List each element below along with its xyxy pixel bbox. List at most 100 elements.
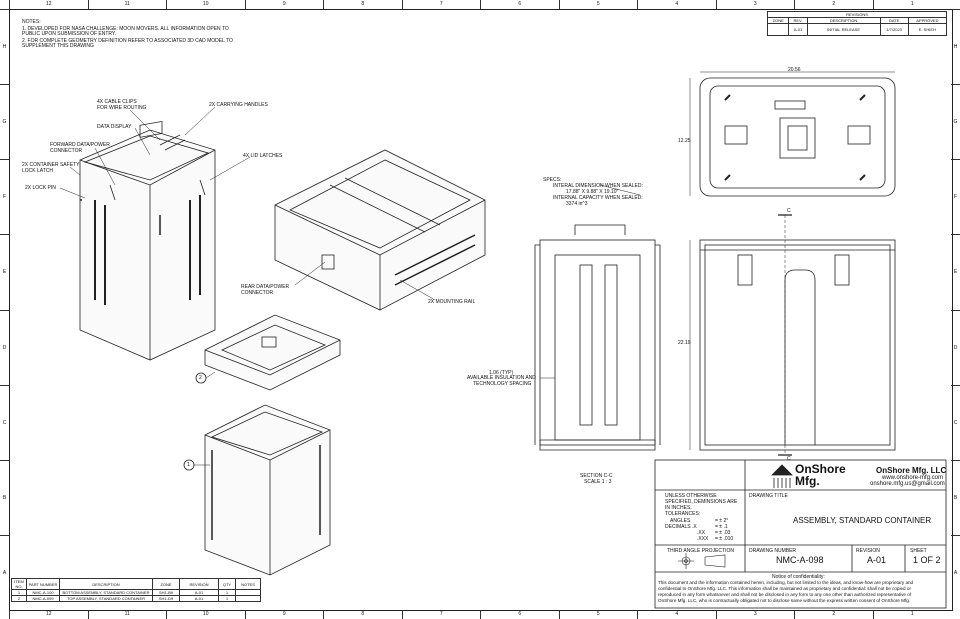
company-email: onshore.mfg.us@gmail.com — [870, 481, 945, 487]
zone-label: B — [951, 459, 960, 535]
balloon-1: 1 — [187, 462, 190, 468]
zone-label: 10 — [166, 610, 245, 619]
tol-angles-label: ANGLES — [670, 518, 691, 524]
note-line: PUBLIC UPON SUBMISSION OF ENTRY. — [22, 31, 117, 37]
bom-cell: A-01 — [179, 595, 219, 602]
zone-label: A — [951, 534, 960, 610]
front-view — [689, 214, 896, 456]
zone-label: 2 — [794, 0, 873, 9]
bom-header: QTY — [218, 578, 236, 590]
balloon-2: 2 — [199, 375, 202, 381]
zone-label: E — [0, 234, 9, 309]
zone-label: 2 — [794, 610, 873, 619]
zone-label: 3 — [715, 0, 795, 9]
leader-lines — [59, 106, 641, 379]
zone-label: 8 — [323, 0, 402, 9]
zone-label: 7 — [401, 610, 481, 619]
zone-label: E — [951, 234, 960, 309]
bom-header: ZONE — [152, 578, 180, 590]
exploded-bottom-view — [204, 404, 331, 576]
callout-rear-connector-2: CONNECTOR — [241, 290, 274, 296]
zone-label: 6 — [480, 0, 559, 9]
zone-label: F — [0, 159, 9, 234]
table-row: 2 NMC-A-099 TOP ASSEMBLY, STANDARD CONTA… — [11, 595, 261, 602]
zone-label: 12 — [9, 0, 88, 9]
bom-header: NOTES — [235, 578, 261, 590]
zone-label: 4 — [637, 0, 716, 9]
projection-label: THIRD ANGLE PROJECTION — [667, 548, 734, 554]
tol-x-value: = ± .1 — [715, 524, 728, 530]
rev-cell: INITIAL RELEASE — [806, 23, 881, 36]
title-block-lines — [654, 459, 947, 609]
callout-mounting-rail: 2X MOUNTING RAIL — [428, 299, 476, 305]
section-marker-top: C — [787, 208, 791, 214]
zone-label: A — [0, 534, 9, 610]
callout-carrying-handles: 2X CARRYING HANDLES — [209, 102, 268, 108]
zone-label: 11 — [87, 0, 167, 9]
logo-text-mfg: Mfg. — [795, 474, 820, 488]
tolerance-line: TOLERANCES: — [665, 511, 701, 517]
zone-label: C — [0, 384, 9, 460]
note-line: SUPPLEMENT THIS DRAWING — [22, 43, 94, 49]
specs-line: INTERNAL CAPACITY WHEN SEALED: — [553, 195, 643, 201]
company-logo-mark — [771, 464, 793, 488]
zone-label: 5 — [558, 0, 638, 9]
third-angle-projection-icon — [678, 553, 726, 569]
bom-cell: BOTTOM ASSEMBLY, STANDARD CONTAINER — [59, 589, 153, 596]
zone-label: 1 — [872, 0, 952, 9]
zone-label: 11 — [87, 610, 167, 619]
callout-safety-latch-2: LOCK LATCH — [22, 168, 54, 174]
sheet-value: 1 OF 2 — [913, 555, 941, 565]
tolerance-line: IN INCHES. — [665, 505, 692, 511]
company-name: OnShore Mfg. LLC — [876, 466, 947, 475]
drawing-number: NMC-A-098 — [776, 555, 824, 565]
bom-cell: SH1-D9 — [152, 595, 180, 602]
rev-cell: E. SHIEH — [907, 23, 948, 36]
dimension-depth: 12.25 — [678, 138, 691, 144]
notes-title: NOTES: — [22, 19, 41, 25]
drawing-title-label: DRAWING TITLE — [749, 493, 788, 499]
zone-label: D — [0, 309, 9, 385]
callout-insulation: 1.06 (TYP) — [489, 370, 514, 376]
section-view — [534, 224, 661, 451]
note-line: 1. DEVELOPED FOR NASA CHALLENGE: MOON MO… — [22, 26, 229, 32]
zone-label: 10 — [166, 0, 245, 9]
zone-label: 3 — [715, 610, 795, 619]
zone-label: 7 — [401, 0, 481, 9]
tol-decimals-label: DECIMALS .X — [665, 524, 697, 530]
confidentiality-line: confidential to OnShore Mfg. LLC. This i… — [658, 586, 911, 591]
tol-xx-value: = ± .03 — [715, 530, 731, 536]
confidentiality-title: Notice of confidentiality: — [772, 574, 825, 580]
bom-table: ITEM NO. PART NUMBER DESCRIPTION ZONE RE… — [11, 578, 261, 602]
zone-label: D — [951, 309, 960, 385]
bom-header: REVISION — [179, 578, 219, 590]
tol-angles-value: = ± 2° — [715, 518, 729, 524]
specs-title: SPECS: — [543, 177, 562, 183]
revision-value: A-01 — [867, 555, 887, 565]
callout-forward-connector-2: CONNECTOR — [50, 148, 83, 154]
iso-lid-view — [274, 149, 486, 311]
tolerance-line: UNLESS OTHERWISE — [665, 493, 717, 499]
dimension-width: 20.56 — [788, 67, 801, 73]
zone-label: 4 — [637, 610, 716, 619]
zone-label: G — [0, 84, 9, 159]
tolerance-line: SPECIFIED, DEMINSIONS ARE — [665, 499, 738, 505]
section-scale: SCALE 1 : 3 — [584, 479, 612, 485]
top-view — [689, 71, 896, 197]
bom-cell — [235, 595, 261, 602]
bom-header: ITEM NO. — [11, 578, 27, 590]
zone-label: G — [951, 84, 960, 159]
revision-label: REVISION — [856, 548, 880, 554]
callout-insulation-2: AVAILABLE INSULATION AND — [467, 375, 536, 381]
bom-cell: NMC-A-099 — [26, 595, 60, 602]
section-marker-bottom: C — [787, 456, 791, 462]
callout-data-display: DATA DISPLAY — [97, 124, 132, 130]
rev-cell — [766, 23, 790, 36]
dimension-height: 22.19 — [678, 340, 691, 346]
bom-header: PART NUMBER — [26, 578, 60, 590]
